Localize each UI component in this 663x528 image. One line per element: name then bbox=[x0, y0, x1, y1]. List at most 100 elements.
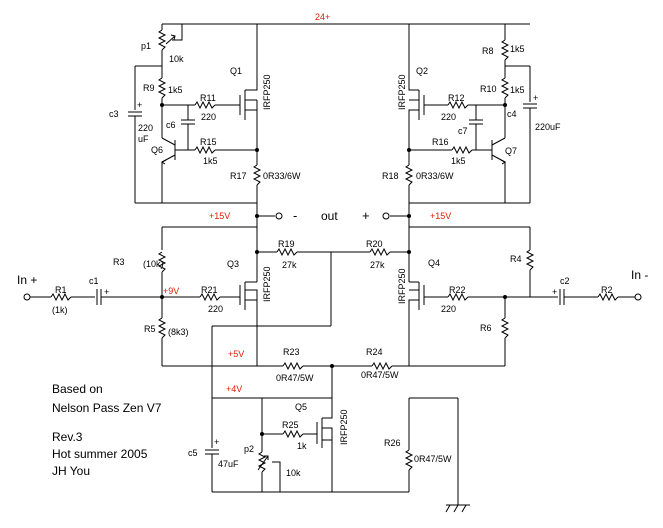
top-rail: 24+ bbox=[162, 12, 530, 25]
r11-label: R11 bbox=[200, 93, 216, 103]
r24-label: R24 bbox=[366, 347, 383, 357]
r9-label: R9 bbox=[143, 83, 155, 93]
q1-label: Q1 bbox=[230, 66, 242, 76]
left-lower-stage: +15V R3 (10k) In + R1 (1k) c1 + +9V R21 … bbox=[17, 211, 272, 367]
c2-label: c2 bbox=[560, 276, 570, 286]
rail-15v-right: +15V bbox=[430, 211, 451, 221]
r16-value: 1k5 bbox=[451, 156, 466, 166]
r20-value: 27k bbox=[370, 260, 385, 270]
q5-type: IRFP250 bbox=[339, 409, 349, 445]
r21-value: 220 bbox=[208, 304, 223, 314]
r19-value: 27k bbox=[282, 260, 297, 270]
note-date: Hot summer 2005 bbox=[52, 447, 148, 461]
c1-label: c1 bbox=[89, 276, 99, 286]
rail-5v: +5V bbox=[228, 349, 244, 359]
q2-label: Q2 bbox=[416, 66, 428, 76]
r17-value: 0R33/6W bbox=[263, 171, 301, 181]
note-source: Nelson Pass Zen V7 bbox=[52, 401, 162, 415]
out-label: out bbox=[321, 209, 338, 223]
r2-label: R2 bbox=[601, 285, 613, 295]
c4-label: c4 bbox=[507, 109, 517, 119]
c3-value-1: 220 bbox=[138, 123, 153, 133]
svg-text:+: + bbox=[104, 287, 109, 297]
r3-value: (10k) bbox=[143, 259, 164, 269]
r16-label: R16 bbox=[432, 137, 449, 147]
q3-type: IRFP250 bbox=[262, 266, 272, 302]
r12-value: 220 bbox=[441, 112, 456, 122]
r22-label: R22 bbox=[449, 285, 466, 295]
r18-label: R18 bbox=[382, 171, 399, 181]
input-plus-label: In + bbox=[17, 273, 37, 287]
rail-24v-label: 24+ bbox=[315, 12, 330, 22]
right-upper-stage: R8 1k5 R10 1k5 + c4 220uF R12 220 c7 bbox=[382, 24, 561, 216]
r24-value: 0R47/5W bbox=[361, 370, 399, 380]
q4-label: Q4 bbox=[428, 258, 440, 268]
feedback-network: R19 27k R20 27k bbox=[212, 239, 411, 327]
svg-text:+: + bbox=[214, 437, 219, 447]
c3-label: c3 bbox=[109, 109, 119, 119]
r4-label: R4 bbox=[510, 254, 522, 264]
p1-value: 10k bbox=[169, 54, 184, 64]
rail-15v-left: +15V bbox=[209, 211, 230, 221]
bias-stage: +4V + c5 47uF p2 10k R25 1k Q5 IRFP250 bbox=[188, 384, 409, 493]
out-minus: - bbox=[293, 208, 297, 223]
p1-label: p1 bbox=[141, 41, 151, 51]
c4-value: 220uF bbox=[535, 122, 561, 132]
q2-type: IRFP250 bbox=[397, 74, 407, 110]
left-upper-stage: p1 10k R9 1k5 + c3 220 uF R11 220 c6 bbox=[109, 24, 301, 216]
note-rev: Rev.3 bbox=[52, 430, 83, 444]
output-terminals: - out + bbox=[255, 208, 411, 223]
note-based-on: Based on bbox=[52, 382, 103, 396]
p2-label: p2 bbox=[244, 444, 254, 454]
r22-value: 220 bbox=[441, 304, 456, 314]
notes-block: Based on Nelson Pass Zen V7 Rev.3 Hot su… bbox=[52, 382, 162, 478]
r25-value: 1k bbox=[297, 441, 307, 451]
c3-value-2: uF bbox=[138, 134, 149, 144]
r15-value: 1k5 bbox=[203, 156, 218, 166]
r8-label: R8 bbox=[482, 46, 494, 56]
r23-value: 0R47/5W bbox=[276, 373, 314, 383]
r17-label: R17 bbox=[230, 171, 247, 181]
r10-value: 1k5 bbox=[510, 85, 525, 95]
r8-value: 1k5 bbox=[510, 44, 525, 54]
q3-label: Q3 bbox=[227, 259, 239, 269]
rail-9v: +9V bbox=[163, 286, 179, 296]
q6-label: Q6 bbox=[151, 145, 163, 155]
current-source-node: +5V R23 0R47/5W R24 0R47/5W bbox=[211, 326, 410, 412]
p2-value: 10k bbox=[286, 468, 301, 478]
r5-value: (8k3) bbox=[168, 327, 189, 337]
r5-label: R5 bbox=[144, 324, 156, 334]
r3-label: R3 bbox=[113, 257, 125, 267]
r1-value: (1k) bbox=[52, 305, 68, 315]
input-minus-label: In - bbox=[631, 268, 648, 282]
c7-label: c7 bbox=[458, 126, 468, 136]
q7-label: Q7 bbox=[505, 146, 517, 156]
r19-label: R19 bbox=[278, 239, 295, 249]
ground-return: R26 0R47/5W bbox=[384, 397, 470, 513]
r9-value: 1k5 bbox=[168, 85, 183, 95]
svg-text:+: + bbox=[533, 93, 538, 103]
r10-label: R10 bbox=[480, 84, 497, 94]
c6-label: c6 bbox=[166, 120, 176, 130]
out-plus: + bbox=[362, 208, 370, 223]
r20-label: R20 bbox=[366, 239, 383, 249]
r11-value: 220 bbox=[201, 112, 216, 122]
q4-type: IRFP250 bbox=[397, 268, 407, 304]
q5-label: Q5 bbox=[295, 402, 307, 412]
note-author: JH You bbox=[52, 464, 90, 478]
svg-text:+: + bbox=[137, 100, 142, 110]
r23-label: R23 bbox=[283, 347, 300, 357]
r18-value: 0R33/6W bbox=[416, 171, 454, 181]
r12-label: R12 bbox=[448, 93, 465, 103]
r15-label: R15 bbox=[200, 137, 217, 147]
r1-label: R1 bbox=[55, 285, 67, 295]
right-lower-stage: +15V R4 Q4 IRFP250 R22 220 + c2 R2 In - bbox=[397, 211, 648, 367]
svg-text:+: + bbox=[552, 287, 557, 297]
r6-label: R6 bbox=[480, 323, 492, 333]
r21-label: R21 bbox=[201, 285, 218, 295]
rail-4v: +4V bbox=[226, 384, 242, 394]
c5-value: 47uF bbox=[218, 459, 239, 469]
r26-label: R26 bbox=[384, 438, 401, 448]
r26-value: 0R47/5W bbox=[414, 454, 452, 464]
